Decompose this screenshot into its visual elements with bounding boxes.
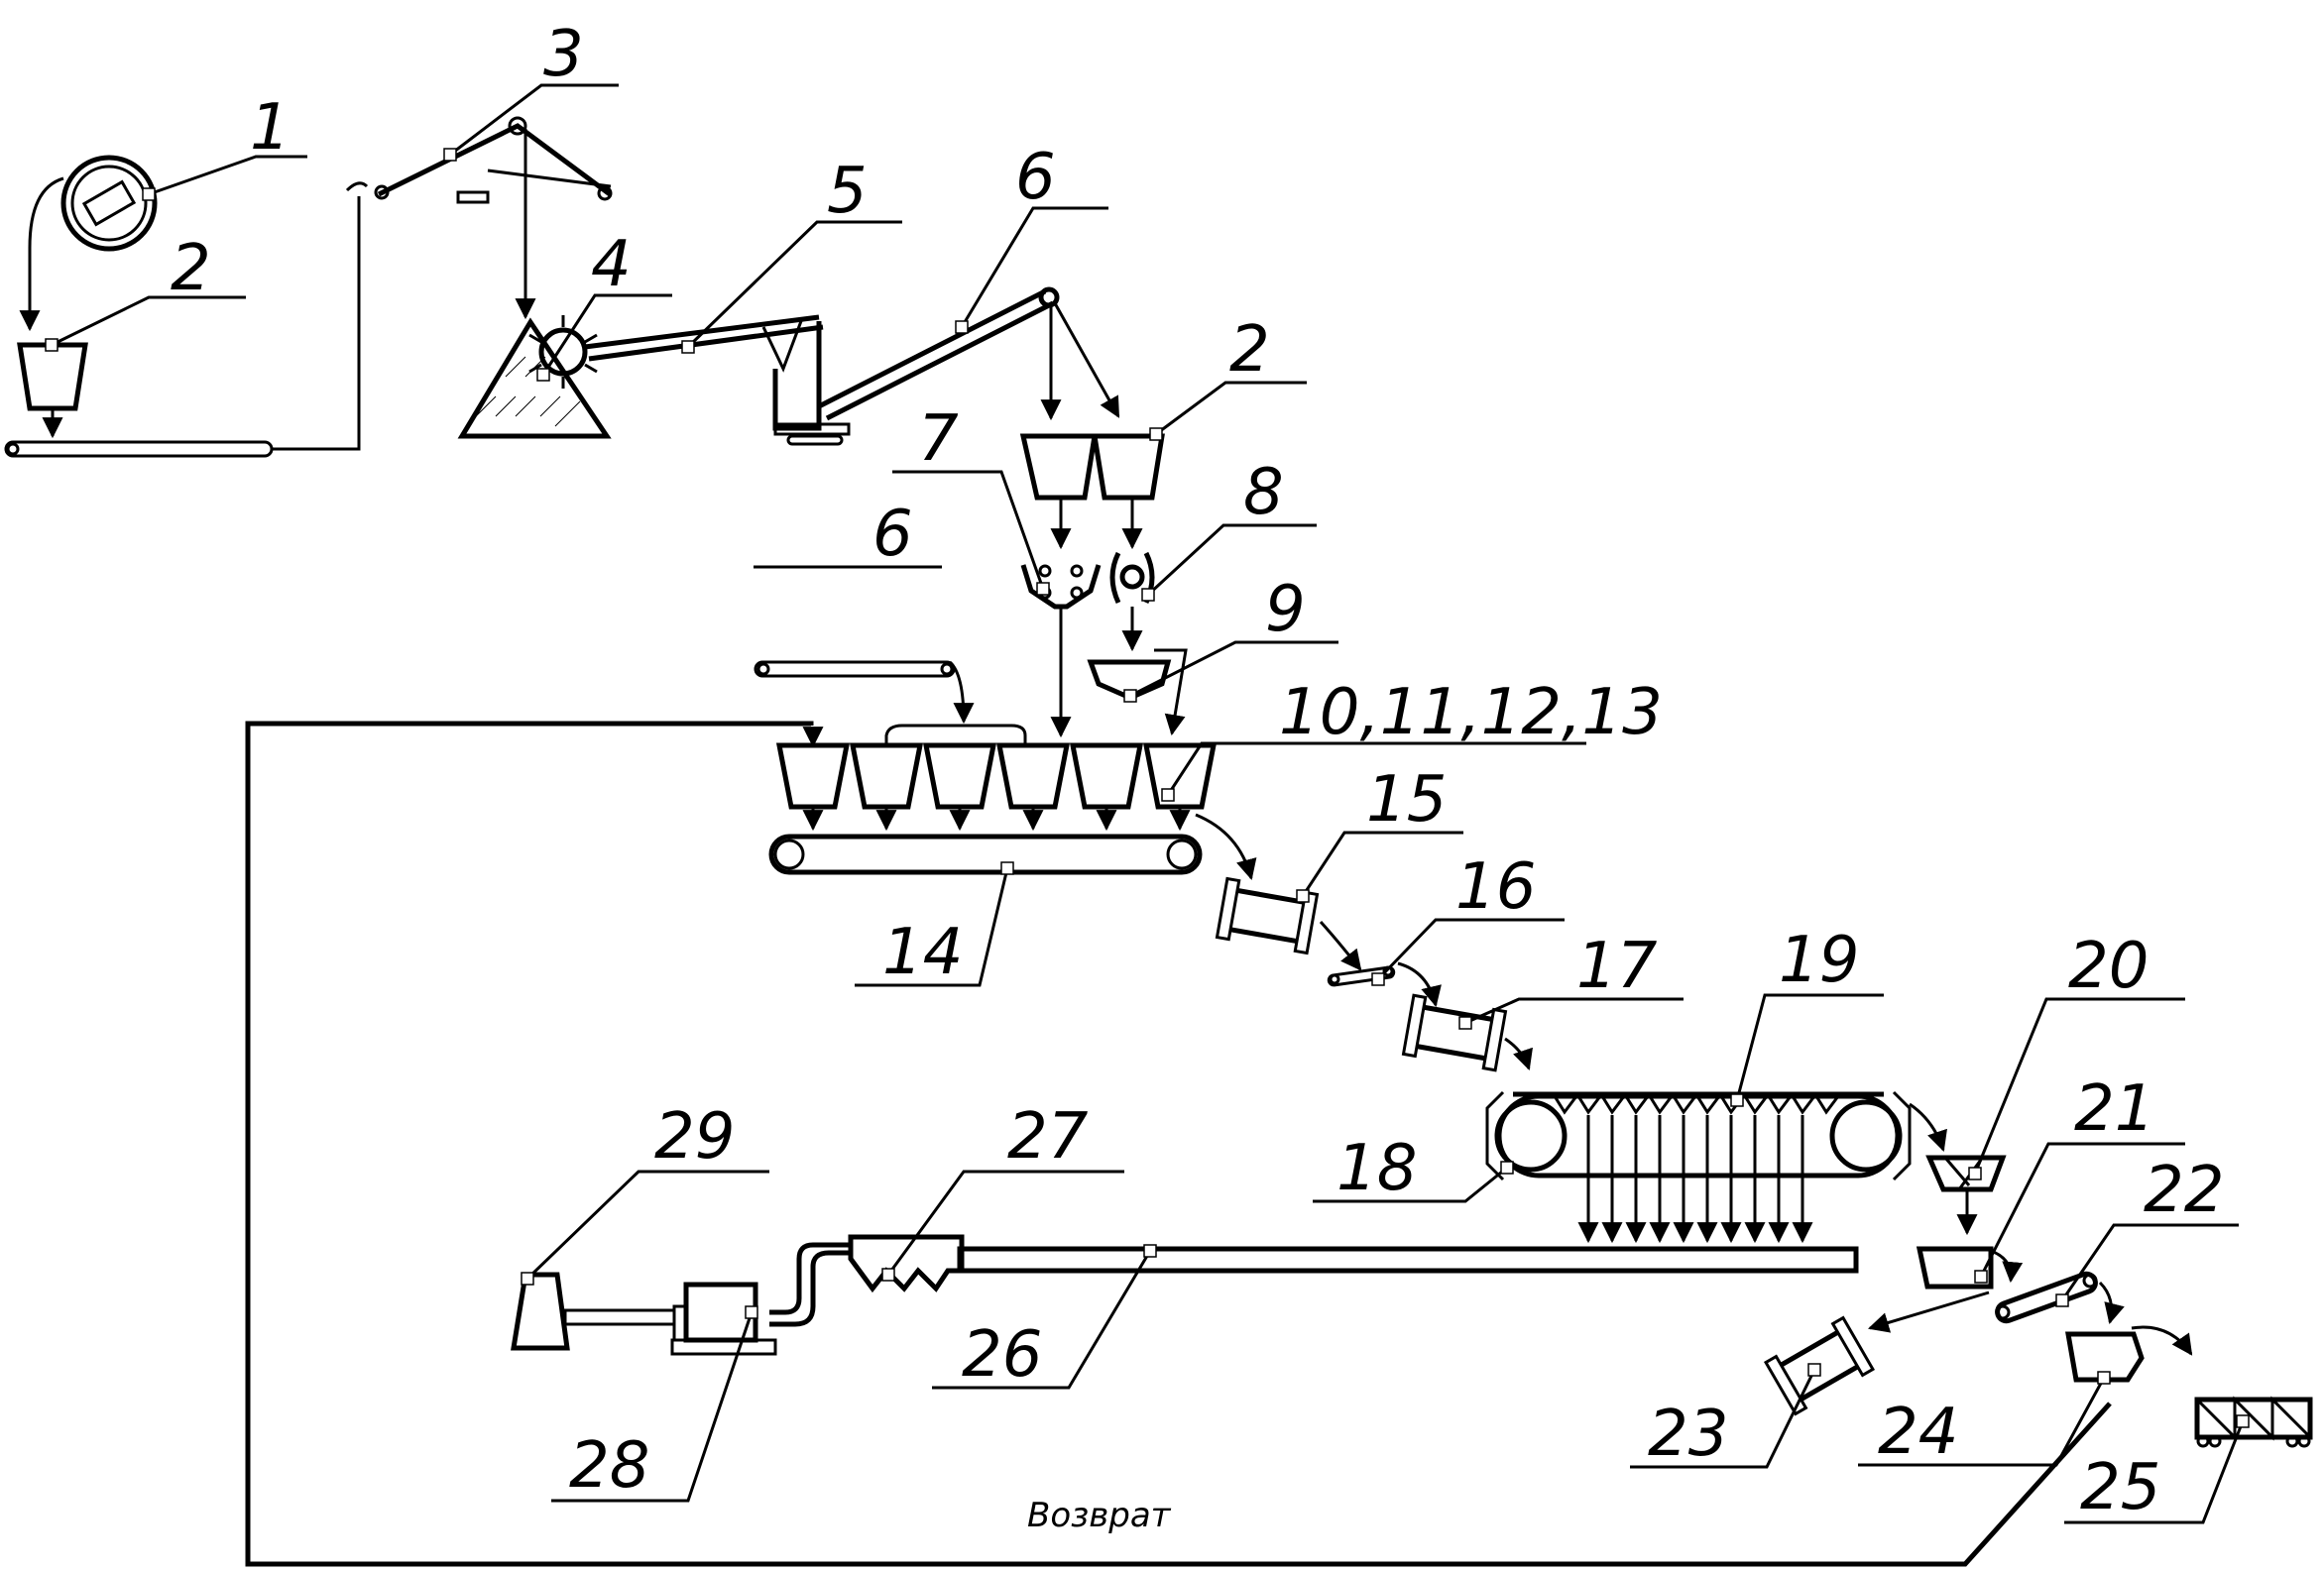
label-23: 23 [1648, 1398, 1728, 1471]
unit-10-13-hopper-bank [775, 724, 1218, 832]
feed-conveyor [4, 181, 369, 458]
label-6-second: 6 [872, 498, 913, 571]
label-22: 22 [2144, 1154, 2224, 1227]
unit-1-unloader [19, 155, 158, 332]
unit-27-dust-catcher [769, 1234, 965, 1327]
unit-18-19-sinter-machine [1485, 1090, 1947, 1244]
leader-lines [51, 83, 2245, 1524]
unit-15-mixer-drum [1215, 876, 1362, 971]
label-2: 2 [171, 232, 211, 305]
return-line [245, 721, 2112, 1567]
label-19: 19 [1779, 924, 1859, 997]
label-28: 28 [569, 1429, 649, 1503]
unit-9-tray [1087, 648, 1188, 736]
unit-7-crusher [1020, 564, 1102, 738]
unit-23-cooler [1763, 1315, 1876, 1416]
unit-14-collecting-conveyor [768, 813, 1257, 881]
unit-6-inclined-conveyor [817, 286, 1120, 421]
label-14: 14 [882, 916, 963, 989]
label-18: 18 [1336, 1132, 1417, 1205]
label-1: 1 [250, 91, 290, 165]
unit-24-hopper [2065, 1325, 2193, 1383]
unit-2-hopper [17, 342, 88, 439]
unit-22-conveyor [1995, 1271, 2125, 1325]
label-27: 27 [1007, 1100, 1089, 1174]
label-6: 6 [1015, 141, 1056, 214]
label-8: 8 [1243, 456, 1284, 529]
label-5: 5 [827, 155, 868, 228]
label-17: 17 [1576, 930, 1658, 1003]
unit-16-feeder [1327, 961, 1442, 1008]
label-15: 15 [1366, 763, 1447, 837]
unit-29-stack [511, 1272, 570, 1351]
leader-markers [45, 148, 2250, 1428]
unit-20-screen [1925, 1155, 2007, 1236]
label-24: 24 [1878, 1396, 1958, 1469]
unit-5-boom [584, 314, 851, 446]
label-29: 29 [654, 1100, 735, 1174]
unit-3-stacker [374, 116, 613, 320]
label-10-13: 10,11,12,13 [1279, 676, 1663, 749]
item-labels: 1 2 3 4 5 6 2 7 8 6 9 10,11,12,13 14 15 … [171, 18, 2224, 1535]
unit-28-exhauster [563, 1282, 777, 1356]
unit-6-short-conveyor [754, 660, 975, 725]
label-16: 16 [1455, 850, 1536, 924]
label-3: 3 [543, 18, 584, 91]
label-20: 20 [2068, 930, 2149, 1003]
label-2-second: 2 [1229, 313, 1270, 387]
label-9: 9 [1265, 573, 1306, 646]
unit-25-railcar [2194, 1396, 2313, 1448]
label-4: 4 [591, 228, 632, 301]
unit-26-gas-collector [957, 1246, 1859, 1274]
unit-2-double-hopper [1019, 433, 1165, 550]
label-25: 25 [2080, 1451, 2160, 1524]
unit-4-pile-reclaimer [457, 315, 612, 439]
unit-17-pelletizer [1401, 993, 1533, 1072]
label-26: 26 [962, 1318, 1042, 1392]
label-21: 21 [2074, 1072, 2154, 1146]
return-caption: Возврат [1027, 1496, 1172, 1535]
label-7: 7 [918, 402, 959, 476]
